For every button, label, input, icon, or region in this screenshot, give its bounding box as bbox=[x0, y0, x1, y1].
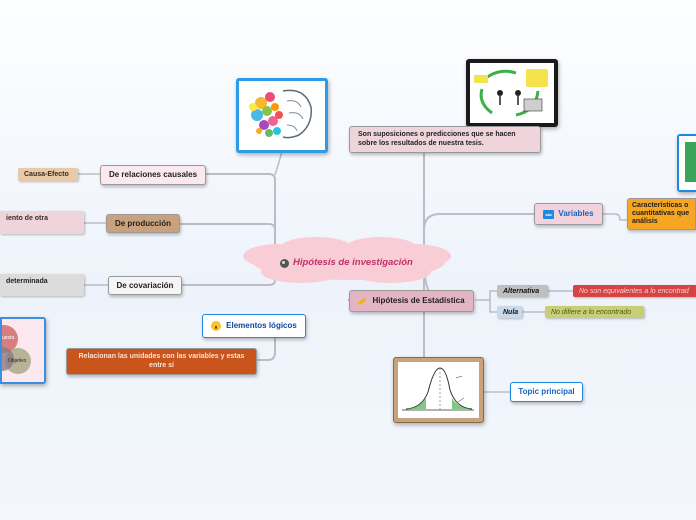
node-elementos-logicos-label: Elementos lógicos bbox=[226, 321, 297, 331]
node-suposiciones[interactable]: Son suposiciones o predicciones que se h… bbox=[349, 126, 541, 153]
node-topic-principal[interactable]: Topic principal bbox=[510, 382, 583, 402]
node-suposiciones-label: Son suposiciones o predicciones que se h… bbox=[358, 131, 516, 147]
node-relacionan-label: Relacionan las unidades con las variable… bbox=[78, 353, 245, 369]
central-cloud bbox=[243, 237, 451, 283]
cycle-image bbox=[466, 59, 558, 127]
node-covariacion-child-label: determinada bbox=[6, 277, 48, 285]
node-produccion-child[interactable]: iento de otra bbox=[0, 211, 84, 234]
node-relacionan[interactable]: Relacionan las unidades con las variable… bbox=[66, 348, 257, 375]
node-estadistica[interactable]: Hipótesis de Estadística bbox=[349, 290, 474, 312]
node-alternativa-child[interactable]: No son equivalentes a lo encontrad bbox=[573, 285, 696, 297]
node-nula-label: Nula bbox=[503, 308, 519, 316]
node-causa-efecto-label: Causa-Efecto bbox=[24, 171, 69, 178]
central-topic-label: Hipótesis de investigación bbox=[293, 256, 413, 268]
venn-label-objetivo: Objetivo bbox=[8, 358, 27, 364]
node-covariacion-label: De covariación bbox=[116, 280, 174, 290]
node-relaciones-causales[interactable]: De relaciones causales bbox=[100, 165, 206, 185]
node-covariacion[interactable]: De covariación bbox=[108, 276, 182, 295]
node-elementos-logicos[interactable]: Elementos lógicos bbox=[202, 314, 306, 338]
node-produccion[interactable]: De producción bbox=[106, 214, 180, 233]
abc-icon: abc bbox=[543, 209, 555, 219]
node-nula-child-label: No difiere a lo encontrado bbox=[551, 308, 632, 316]
surprised-face-icon bbox=[211, 321, 222, 331]
node-topic-principal-label: Topic principal bbox=[518, 387, 575, 397]
node-produccion-child-label: iento de otra bbox=[6, 215, 49, 222]
search-icon bbox=[280, 258, 289, 268]
node-estadistica-label: Hipótesis de Estadística bbox=[372, 296, 465, 306]
node-caracteristicas-label: Características o cuantitativas que anál… bbox=[632, 201, 690, 226]
venn-image: Objetivo uesta bbox=[0, 317, 46, 384]
cycle-illustration bbox=[474, 69, 548, 117]
brain-image bbox=[236, 78, 328, 153]
pencil-icon bbox=[358, 297, 367, 305]
node-relaciones-causales-label: De relaciones causales bbox=[108, 170, 198, 180]
node-variables-label: Variables bbox=[558, 209, 594, 219]
node-causa-efecto[interactable]: Causa-Efecto bbox=[18, 168, 78, 181]
node-alternativa-label: Alternativa bbox=[503, 287, 540, 295]
venn-illustration bbox=[2, 325, 31, 374]
node-nula[interactable]: Nula bbox=[497, 306, 522, 318]
node-produccion-label: De producción bbox=[114, 218, 171, 228]
distribution-image bbox=[393, 357, 484, 423]
node-covariacion-child[interactable]: determinada bbox=[0, 274, 84, 296]
node-caracteristicas[interactable]: Características o cuantitativas que anál… bbox=[627, 198, 696, 230]
central-topic[interactable]: Hipótesis de investigación bbox=[280, 252, 430, 274]
brain-illustration bbox=[249, 89, 312, 139]
venn-label-propuesta: uesta bbox=[2, 335, 15, 341]
node-alternativa-child-label: No son equivalentes a lo encontrad bbox=[579, 287, 689, 295]
node-nula-child[interactable]: No difiere a lo encontrado bbox=[545, 306, 644, 318]
distribution-illustration bbox=[402, 367, 474, 411]
node-variables[interactable]: abc Variables bbox=[534, 203, 603, 225]
node-alternativa[interactable]: Alternativa bbox=[497, 285, 548, 297]
variables-image bbox=[677, 134, 696, 192]
